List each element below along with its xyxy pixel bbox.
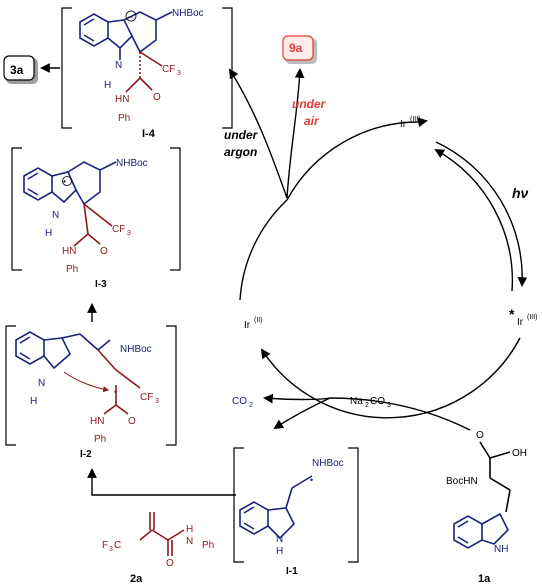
svg-text:O: O <box>128 416 136 427</box>
cycle-inner-arrow <box>434 149 514 292</box>
arrow-from-1a <box>329 397 471 431</box>
svg-text:3: 3 <box>177 70 181 77</box>
arrow-to-i2 <box>87 468 236 496</box>
svg-text:N: N <box>276 534 283 545</box>
na2co3-label: Na 2 CO 3 <box>350 396 391 409</box>
ir3-sup: (III) <box>410 116 421 123</box>
svg-text:HN: HN <box>90 416 104 427</box>
intermediate-i1: NHBoc • N H I-1 <box>233 447 359 577</box>
svg-text:H: H <box>104 80 111 91</box>
svg-text:H: H <box>276 546 283 557</box>
reagent-1a-label: 1a <box>478 573 491 585</box>
arrow-to-i4 <box>228 68 288 199</box>
product-9a-box: 9a <box>282 35 317 64</box>
i3-label: I-3 <box>95 279 107 290</box>
reagent-2a: F 3 C O H N Ph 2a <box>102 512 214 585</box>
i2-label: I-2 <box>80 449 92 460</box>
ir3-excited-sup: (III) <box>527 314 538 321</box>
intermediate-i3: NHBoc • N H CF 3 O HN Ph I-3 <box>11 147 181 290</box>
product-3a-box: 3a <box>3 55 38 84</box>
svg-text:NHBoc: NHBoc <box>312 458 344 469</box>
svg-text:NHBoc: NHBoc <box>116 158 148 169</box>
svg-text:N: N <box>38 378 45 389</box>
svg-text:NHBoc: NHBoc <box>120 344 152 355</box>
svg-text:3: 3 <box>387 402 391 409</box>
svg-text:F: F <box>102 540 108 551</box>
intermediate-i4: NHBoc − N H CF 3 O HN Ph I-4 <box>61 7 233 140</box>
svg-text:N: N <box>186 536 193 547</box>
cycle-arc-quench <box>260 337 521 419</box>
under-argon-line2: argon <box>224 145 257 159</box>
product-3a-label: 3a <box>10 63 24 77</box>
svg-text:•: • <box>63 177 66 186</box>
svg-text:H: H <box>45 228 52 239</box>
svg-text:2: 2 <box>365 402 369 409</box>
svg-text:O: O <box>153 92 161 103</box>
svg-text:O: O <box>100 246 108 257</box>
svg-text:Na: Na <box>350 396 363 407</box>
reagent-1a: O OH BocHN NH 1a <box>446 430 527 585</box>
svg-text:N: N <box>52 210 59 221</box>
cycle-arc-left <box>239 199 288 301</box>
arrow-to-i1 <box>273 397 331 430</box>
under-air-line1: under <box>292 97 327 111</box>
svg-text:O: O <box>166 558 174 569</box>
i4-label: I-4 <box>142 128 156 140</box>
cycle-arc-excitation <box>435 141 528 287</box>
svg-text:C: C <box>114 540 121 551</box>
svg-text:Ph: Ph <box>94 434 106 445</box>
svg-text:HN: HN <box>62 246 76 257</box>
svg-text:3: 3 <box>109 546 113 553</box>
under-argon-line1: under <box>224 128 259 142</box>
photocatalytic-cycle <box>40 63 528 496</box>
svg-text:BocHN: BocHN <box>446 476 478 487</box>
svg-text:NHBoc: NHBoc <box>172 8 204 19</box>
i1-label: I-1 <box>286 566 298 577</box>
ir3-excited-label: Ir <box>517 317 524 328</box>
svg-text:−: − <box>128 12 133 22</box>
product-9a-label: 9a <box>289 41 303 55</box>
ir2-label: Ir <box>244 320 251 331</box>
svg-text:H: H <box>30 396 37 407</box>
cycle-arrowhead-ir3 <box>417 117 428 128</box>
svg-text:CO: CO <box>370 396 385 407</box>
co2-label: CO <box>232 396 247 407</box>
ir3-label: Ir <box>400 119 407 130</box>
svg-text:N: N <box>115 60 122 71</box>
svg-text:CF: CF <box>140 392 153 403</box>
intermediate-i2: NHBoc N H CF 3 • O HN Ph I-2 <box>5 325 177 460</box>
excited-star: * <box>509 306 515 322</box>
under-air-line2: air <box>304 114 320 128</box>
reagent-2a-label: 2a <box>130 573 143 585</box>
svg-text:O: O <box>476 430 484 441</box>
ir-labels: Ir (III) * Ir (III) Ir (II) hν CO 2 Na 2… <box>232 116 538 409</box>
ir2-sup: (II) <box>254 317 263 324</box>
svg-text:Ph: Ph <box>118 113 130 124</box>
condition-labels: under argon under air <box>224 97 327 159</box>
svg-text:HN: HN <box>115 94 129 105</box>
svg-text:Ph: Ph <box>66 264 78 275</box>
cycle-arc-top-left <box>286 121 421 201</box>
svg-text:3: 3 <box>155 398 159 405</box>
hv-label: hν <box>512 185 529 201</box>
svg-text:H: H <box>186 524 193 535</box>
svg-text:OH: OH <box>512 448 527 459</box>
svg-text:Ph: Ph <box>202 540 214 551</box>
arrow-to-9a <box>286 68 305 199</box>
arrow-to-co2 <box>263 393 331 404</box>
svg-text:•: • <box>310 475 313 485</box>
co2-sub: 2 <box>249 402 253 409</box>
svg-text:NH: NH <box>494 544 508 555</box>
svg-text:CF: CF <box>162 64 175 75</box>
svg-text:CF: CF <box>112 224 125 235</box>
svg-text:3: 3 <box>127 230 131 237</box>
